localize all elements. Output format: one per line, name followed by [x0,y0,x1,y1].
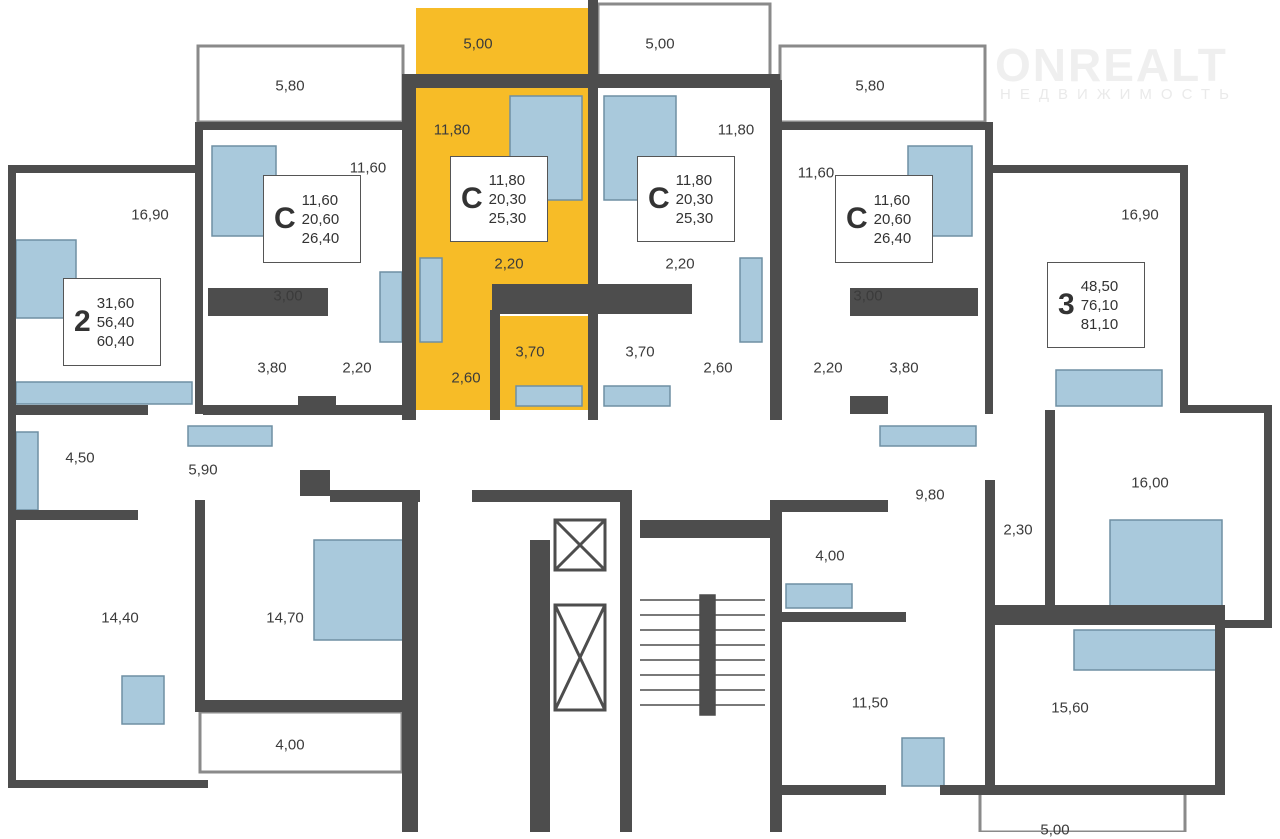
room-area: 9,80 [915,486,945,504]
room-area: 16,90 [1121,206,1159,224]
room-area: 14,40 [101,609,139,627]
apartment-type: 2 [74,305,91,338]
room-area: 11,80 [433,121,471,139]
total-area: 20,60 [873,210,912,228]
living-area: 31,60 [96,294,135,312]
watermark-subtitle: НЕДВИЖИМОСТЬ [1000,86,1238,103]
area-with-balcony: 26,40 [301,229,340,247]
room-area: 3,00 [853,287,883,305]
area-with-balcony: 81,10 [1080,315,1119,333]
total-area: 20,60 [301,210,340,228]
area-with-balcony: 25,30 [675,209,714,227]
total-area: 76,10 [1080,296,1119,314]
room-area: 11,60 [797,164,835,182]
room-area: 5,80 [855,77,885,95]
walls [8,0,1272,832]
room-area: 11,80 [717,121,755,139]
room-area: 5,90 [188,461,218,479]
room-area: 5,00 [1040,821,1070,839]
room-area: 4,00 [815,547,845,565]
living-area: 11,80 [675,171,713,189]
room-area: 16,90 [131,206,169,224]
room-area: 16,00 [1131,474,1169,492]
elevators [553,518,607,712]
room-area: 14,70 [266,609,304,627]
room-area: 4,50 [65,449,95,467]
room-area: 11,60 [349,159,387,177]
room-area: 5,80 [275,77,305,95]
room-area: 2,20 [342,359,372,377]
room-area: 2,60 [451,369,481,387]
room-area: 2,20 [665,255,695,273]
apartment-type: C [846,202,868,235]
furniture [15,95,1223,787]
stairs [640,594,765,716]
apartment-type: C [648,182,670,215]
living-area: 11,80 [488,171,526,189]
room-area: 2,30 [1003,521,1033,539]
room-area: 3,00 [273,287,303,305]
room-area: 5,00 [463,35,493,53]
total-area: 56,40 [96,313,135,331]
living-area: 48,50 [1080,277,1119,295]
room-area: 15,60 [1051,699,1089,717]
watermark-brand: ONREALT [995,39,1228,91]
apartment-type: C [274,202,296,235]
room-area: 3,80 [257,359,287,377]
room-area: 2,20 [494,255,524,273]
room-area: 3,70 [515,343,545,361]
living-area: 11,60 [873,191,911,209]
apartment-type: 3 [1058,288,1075,321]
area-with-balcony: 25,30 [488,209,527,227]
total-area: 20,30 [488,190,527,208]
room-area: 2,20 [813,359,843,377]
room-area: 3,80 [889,359,919,377]
room-area: 11,50 [851,694,889,712]
apartment-type: C [461,182,483,215]
total-area: 20,30 [675,190,714,208]
room-area: 2,60 [703,359,733,377]
area-with-balcony: 60,40 [96,332,135,350]
room-area: 3,70 [625,343,655,361]
living-area: 11,60 [301,191,339,209]
room-area: 5,00 [645,35,675,53]
room-area: 4,00 [275,736,305,754]
area-with-balcony: 26,40 [873,229,912,247]
